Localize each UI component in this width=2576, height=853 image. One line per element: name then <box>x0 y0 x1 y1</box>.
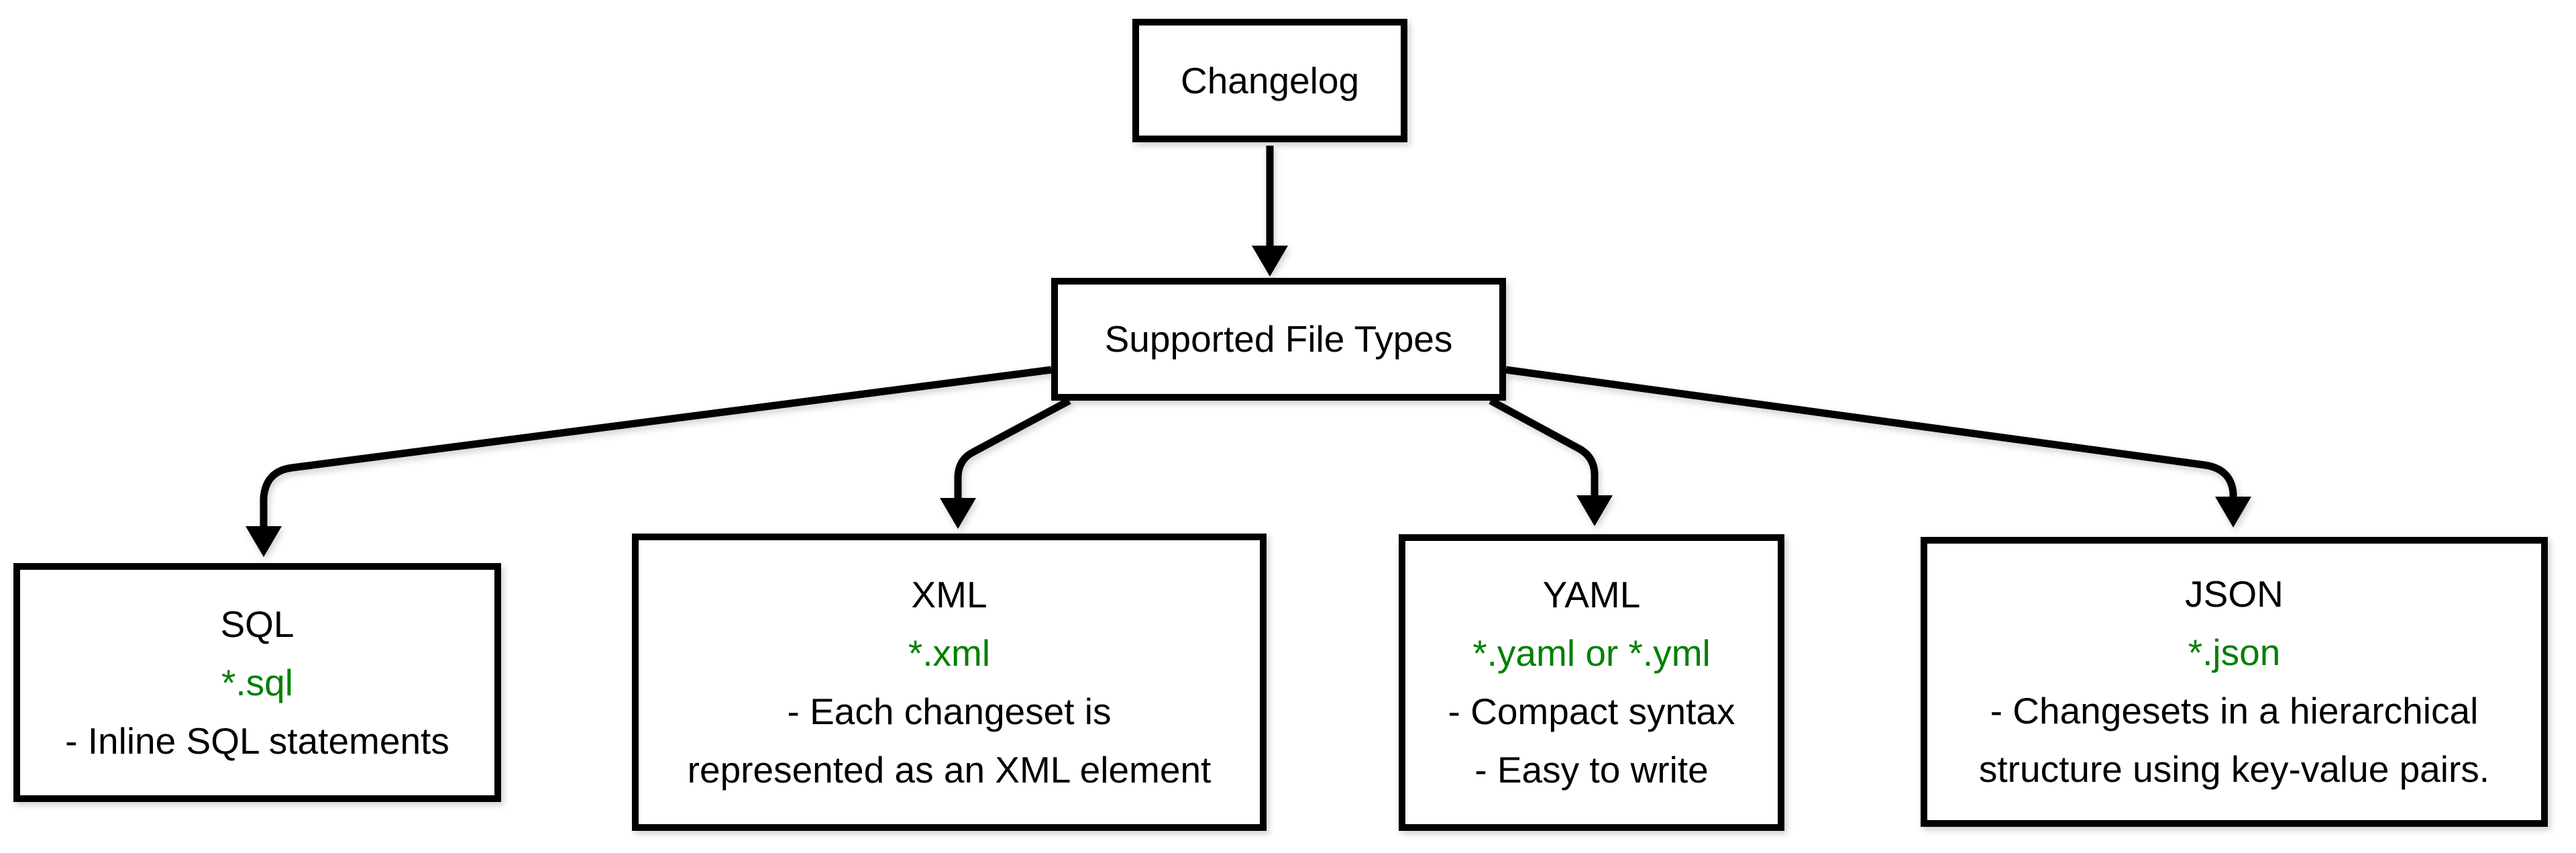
node-sql-description: - Inline SQL statements <box>65 719 449 762</box>
node-xml: XML *.xml - Each changeset is represente… <box>632 534 1267 831</box>
arrow-supported-file-types-to-sql <box>246 366 1052 557</box>
node-sql-title: SQL <box>220 603 294 645</box>
node-sql: SQL *.sql - Inline SQL statements <box>13 563 501 802</box>
node-yaml-description-line2: - Easy to write <box>1474 749 1709 791</box>
node-changelog: Changelog <box>1132 19 1407 142</box>
arrow-supported-file-types-to-yaml <box>1489 397 1613 526</box>
node-supported-file-types: Supported File Types <box>1051 278 1506 401</box>
node-yaml-file-pattern: *.yaml or *.yml <box>1472 632 1711 674</box>
node-xml-description-line2: represented as an XML element <box>687 748 1212 791</box>
node-xml-file-pattern: *.xml <box>908 632 991 674</box>
arrow-changelog-to-supported-file-types <box>1252 146 1288 277</box>
node-sql-file-pattern: *.sql <box>221 661 293 703</box>
node-json-description-line1: - Changesets in a hierarchical <box>1990 690 2479 732</box>
node-supported-file-types-label: Supported File Types <box>1104 318 1453 360</box>
node-yaml: YAML *.yaml or *.yml - Compact syntax - … <box>1399 534 1784 831</box>
arrow-supported-file-types-to-xml <box>940 397 1071 529</box>
node-xml-title: XML <box>911 573 987 615</box>
node-json-title: JSON <box>2185 573 2284 615</box>
node-yaml-description-line1: - Compact syntax <box>1448 691 1735 732</box>
node-json: JSON *.json - Changesets in a hierarchic… <box>1921 537 2548 827</box>
node-json-file-pattern: *.json <box>2188 632 2281 673</box>
node-changelog-label: Changelog <box>1180 59 1360 101</box>
node-json-description-line2: structure using key-value pairs. <box>1978 748 2490 790</box>
arrow-supported-file-types-to-json <box>1505 366 2251 528</box>
node-yaml-title: YAML <box>1542 574 1641 615</box>
node-xml-description-line1: - Each changeset is <box>787 690 1112 732</box>
